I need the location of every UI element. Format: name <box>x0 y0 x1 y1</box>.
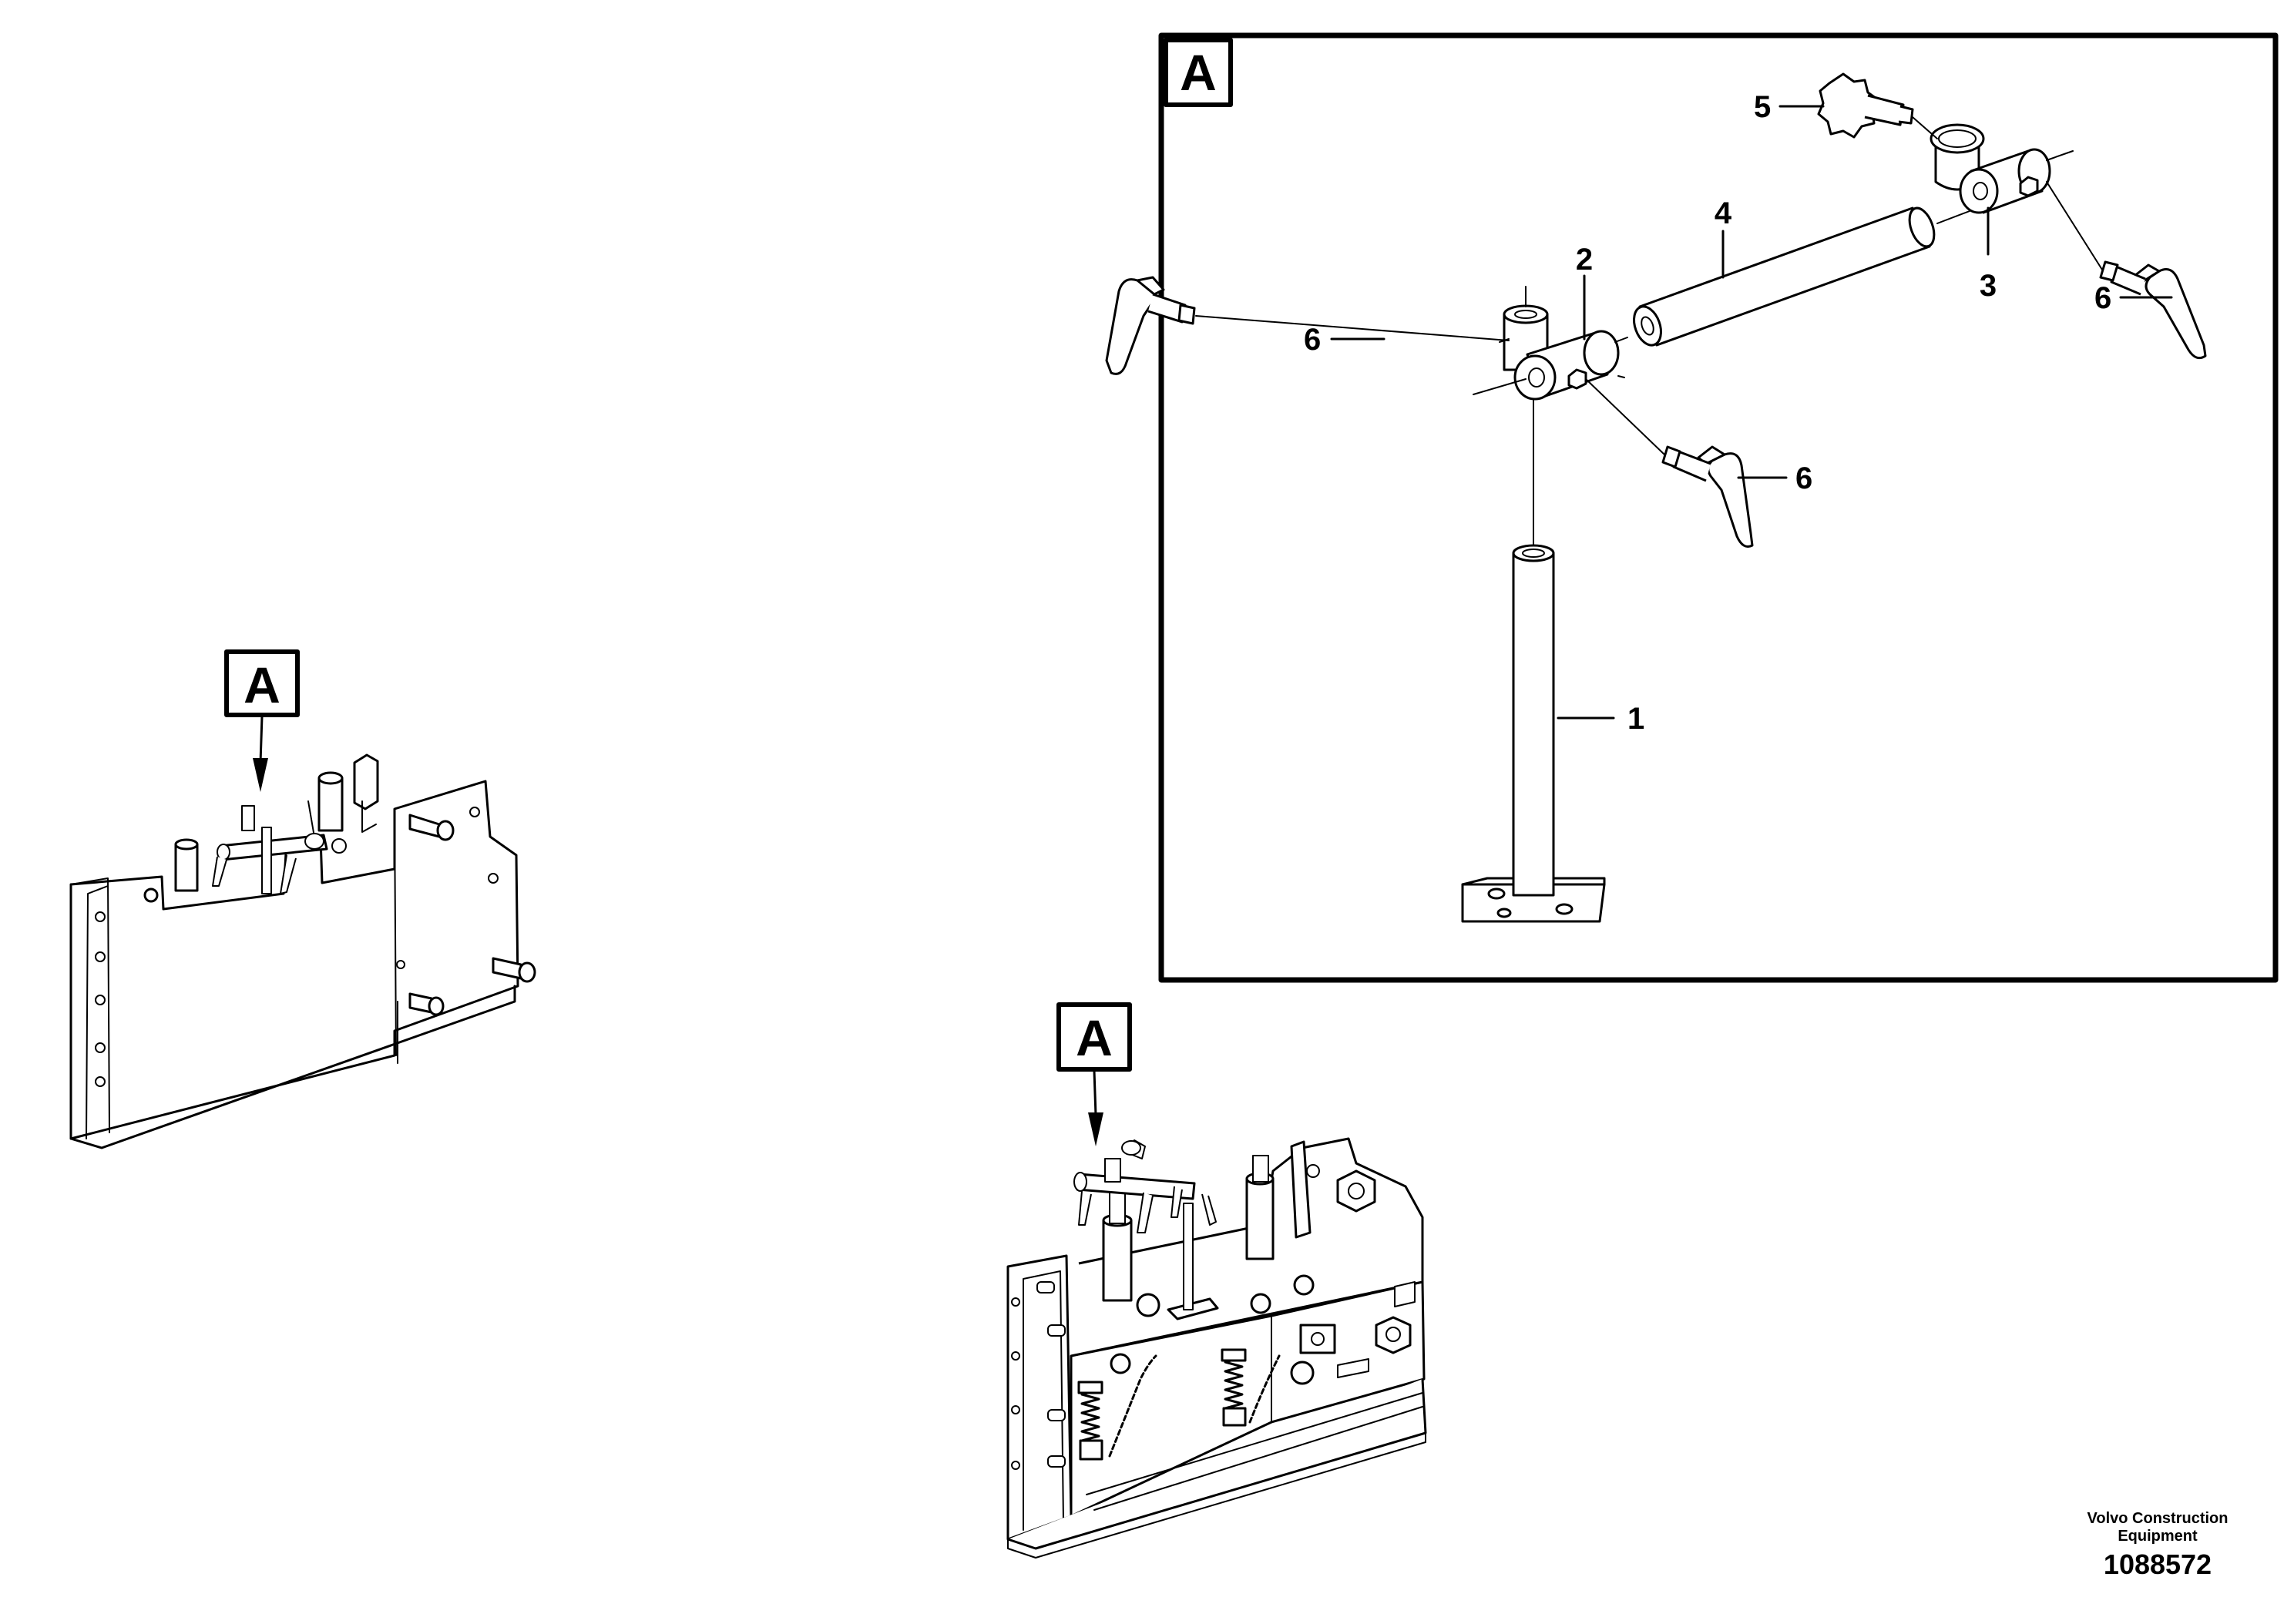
part-label-6-middle: 6 <box>1795 461 1812 495</box>
part-clamp-right <box>1930 123 2074 214</box>
part-label-4: 4 <box>1715 196 1732 230</box>
part-lever-right <box>2046 181 2207 360</box>
part-label-2: 2 <box>1576 243 1593 277</box>
left-tag: A <box>244 656 280 713</box>
detail-view-frame <box>1158 32 2279 983</box>
company-name-line2: Equipment <box>2118 1528 2198 1545</box>
part-post <box>1461 400 1606 923</box>
bottom-tag-box <box>1056 1002 1132 1072</box>
part-label-3: 3 <box>1980 269 1997 303</box>
part-lever-middle <box>1585 378 1754 548</box>
part-label-1: 1 <box>1627 702 1644 736</box>
part-cross-bar <box>1633 206 1970 347</box>
document-number: 1088572 <box>2103 1549 2212 1580</box>
part-label-5: 5 <box>1754 90 1771 124</box>
bottom-tag: A <box>1076 1009 1113 1066</box>
part-label-6-left: 6 <box>1304 323 1321 357</box>
part-lever-left <box>1105 276 1510 375</box>
detail-view-tag-box <box>1164 38 1233 107</box>
part-clamp-left <box>1473 286 1628 401</box>
leader-lines <box>1330 105 2173 720</box>
detail-view-a: A <box>1105 32 2279 983</box>
part-star-knob <box>1817 72 1938 139</box>
detail-view-tag: A <box>1180 44 1217 101</box>
left-tag-box <box>224 649 300 717</box>
left-assembly: A <box>69 649 536 1149</box>
part-label-6-right: 6 <box>2094 281 2111 315</box>
company-name-line1: Volvo Construction <box>2087 1510 2229 1527</box>
bottom-assembly: A <box>1006 1002 1427 1559</box>
